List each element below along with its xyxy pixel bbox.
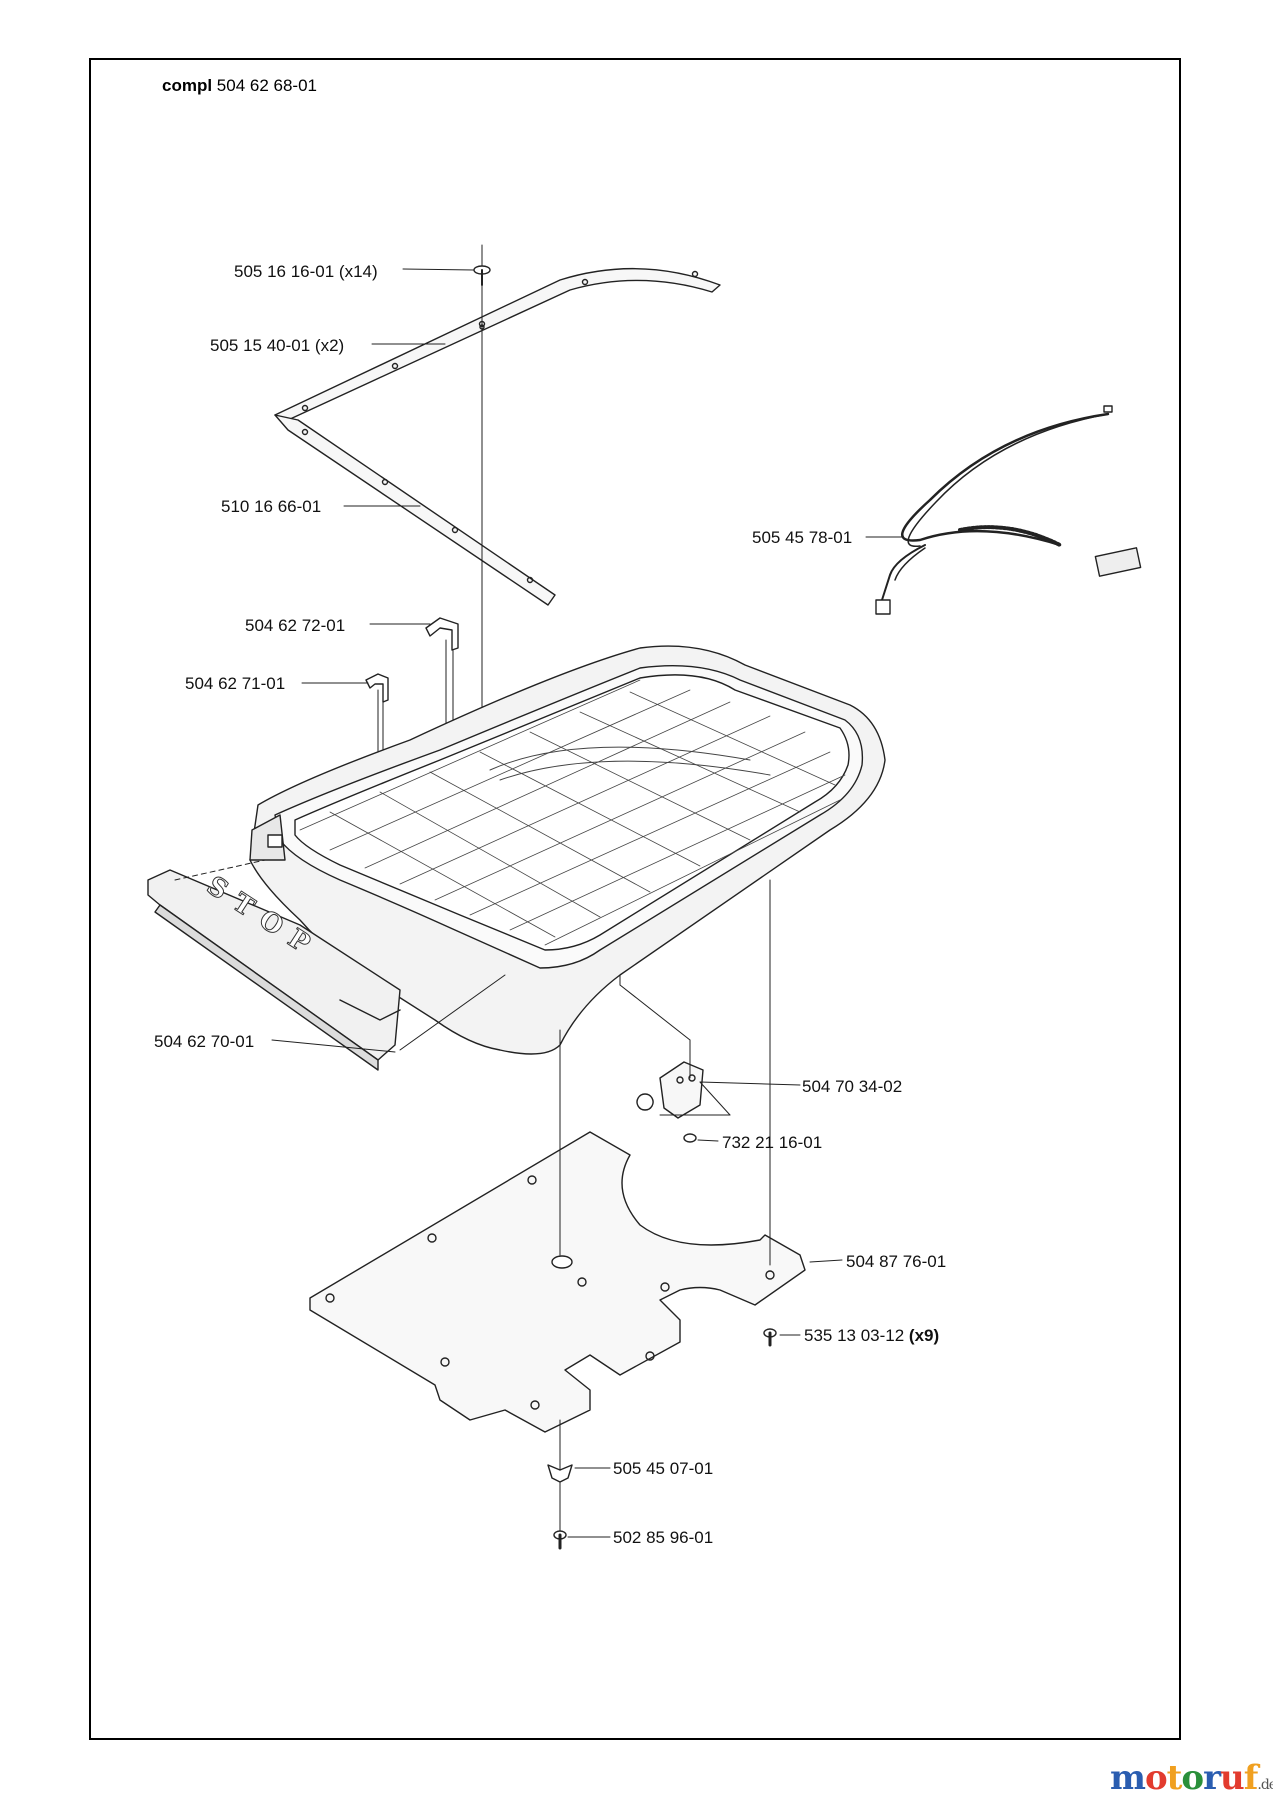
label-504-62-71-01: 504 62 71-01 bbox=[185, 674, 286, 693]
label-504-87-76-01: 504 87 76-01 bbox=[846, 1252, 947, 1271]
wing-nut-part bbox=[547, 1464, 573, 1483]
label-505-45-78-01: 505 45 78-01 bbox=[752, 528, 853, 547]
label-505-45-07-01: 505 45 07-01 bbox=[613, 1459, 714, 1478]
screw-part bbox=[763, 1328, 777, 1347]
leader-lines bbox=[271, 268, 904, 1538]
label-504-62-72-01: 504 62 72-01 bbox=[245, 616, 346, 635]
seal-strip bbox=[274, 414, 556, 606]
label-505-15-40-01: 505 15 40-01 (x2) bbox=[210, 336, 345, 355]
label-535-13-03-12: 535 13 03-12 (x9) bbox=[804, 1326, 940, 1345]
label-732-21-16-01: 732 21 16-01 bbox=[722, 1133, 823, 1152]
assembly-number: compl 504 62 68-01 bbox=[162, 76, 317, 95]
label-504-62-70-01: 504 62 70-01 bbox=[154, 1032, 255, 1051]
washer-part bbox=[473, 265, 491, 286]
cover-body bbox=[249, 645, 886, 1055]
label-510-16-66-01: 510 16 66-01 bbox=[221, 497, 322, 516]
label-504-70-34-02: 504 70 34-02 bbox=[802, 1077, 903, 1096]
cable-harness bbox=[875, 405, 1142, 615]
label-505-16-16-01: 505 16 16-01 (x14) bbox=[234, 262, 378, 281]
drawing-frame bbox=[89, 58, 1181, 1740]
bracket-part bbox=[619, 974, 704, 1143]
watermark-logo: motoruf.de bbox=[1110, 1758, 1273, 1798]
label-502-85-96-01: 502 85 96-01 bbox=[613, 1528, 714, 1547]
bolt-part bbox=[553, 1530, 567, 1550]
base-plate-part bbox=[309, 879, 806, 1433]
